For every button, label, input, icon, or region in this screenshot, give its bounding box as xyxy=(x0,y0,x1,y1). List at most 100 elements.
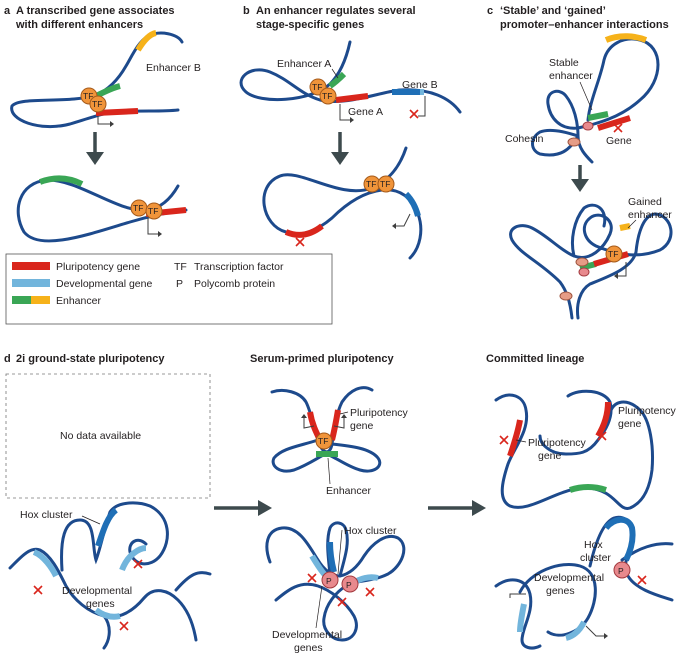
tf-glyph: TF xyxy=(380,179,390,189)
legend-tf-label: Transcription factor xyxy=(194,261,284,273)
developmental-genes-label-1: Developmental xyxy=(62,585,132,597)
polycomb-protein xyxy=(321,571,339,589)
serum-hox-cluster-label: Hox cluster xyxy=(344,525,397,537)
panel-c-gene-top xyxy=(597,115,631,131)
tf-glyph: TF xyxy=(83,91,93,101)
gene-a-segment xyxy=(335,93,369,103)
panel-d-2i-dna xyxy=(8,501,212,650)
panel-b-gene-a-bottom xyxy=(284,223,324,238)
hox-cluster-label: Hox cluster xyxy=(20,509,73,521)
transcription-arrow xyxy=(333,416,345,429)
tf-protein xyxy=(89,95,107,113)
cohesin-ring xyxy=(575,257,589,267)
tf-protein xyxy=(145,202,163,220)
stable-enhancer-label-1: Stable xyxy=(549,57,579,69)
panel-d-committed-bottom-dna xyxy=(494,515,674,650)
serum-devel-label-2: genes xyxy=(294,642,323,654)
enhancer-a-label: Enhancer A xyxy=(277,58,331,70)
polycomb-protein xyxy=(578,267,590,277)
panel-d: d 2i ground-state pluripotency Serum-pri… xyxy=(4,353,677,654)
committed-devel-segment xyxy=(565,620,587,641)
tf-glyph: TF xyxy=(92,99,102,109)
transcription-arrow xyxy=(396,213,411,227)
transcription-arrow xyxy=(418,96,426,117)
flow-arrowhead xyxy=(571,179,589,192)
committed-pluri-right-label-2: gene xyxy=(618,418,642,430)
panel-a-enhancer-green-top xyxy=(94,83,121,99)
committed-hox-label-2: cluster xyxy=(580,552,611,564)
polycomb-protein xyxy=(341,575,359,593)
panel-b-bottom-dna xyxy=(262,146,423,260)
arrowhead xyxy=(110,121,114,127)
panel-c-title-line1: ‘Stable’ and ‘gained’ xyxy=(500,5,606,17)
legend-p-abbr: P xyxy=(176,278,183,290)
no-data-label: No data available xyxy=(60,430,141,442)
cohesin-ring xyxy=(559,291,573,301)
enhancer-swatch-green xyxy=(12,296,31,304)
panel-b-title-line1: An enhancer regulates several xyxy=(256,5,416,17)
arrowhead xyxy=(350,117,354,123)
hox-cluster-segment xyxy=(95,507,118,547)
stable-enhancer-segment xyxy=(587,111,609,121)
serum-pluri-label-2: gene xyxy=(350,420,374,432)
panel-d-title-committed: Committed lineage xyxy=(486,353,584,365)
legend-enhancer: Enhancer xyxy=(56,295,101,307)
serum-hox-segment xyxy=(327,541,337,573)
legend-p-label: Polycomb protein xyxy=(194,278,275,290)
tf-protein xyxy=(315,432,333,450)
developmental-gene-segment xyxy=(119,545,147,572)
committed-pluri-left-label-1: Pluripotency xyxy=(528,437,587,449)
tf-protein xyxy=(605,245,623,263)
committed-enhancer-segment xyxy=(569,484,607,493)
cohesin-label: Cohesin xyxy=(505,133,544,145)
arrowhead xyxy=(392,223,396,229)
transcription-arrow xyxy=(147,218,158,235)
legend-developmental-gene: Developmental gene xyxy=(56,278,152,290)
panel-a-enhancer-green-bottom xyxy=(38,175,84,187)
polycomb-protein xyxy=(613,561,631,579)
tf-glyph: TF xyxy=(148,206,158,216)
panel-b-letter: b xyxy=(243,5,250,17)
panel-c-title-line2: promoter–enhancer interactions xyxy=(500,19,669,31)
panel-a-title-line2: with different enhancers xyxy=(15,19,143,31)
flow-arrowhead xyxy=(472,500,486,516)
panel-a-title-line1: A transcribed gene associates xyxy=(16,5,175,17)
developmental-swatch xyxy=(12,279,50,287)
panel-c-bottom-dna xyxy=(509,203,673,320)
arrowhead xyxy=(614,273,618,279)
committed-hox-segment xyxy=(603,516,636,562)
committed-pluri-gene-right xyxy=(595,401,611,438)
panel-b-title-line2: stage-specific genes xyxy=(256,19,364,31)
p-glyph: P xyxy=(346,580,352,590)
transcription-arrow xyxy=(303,416,315,429)
panel-b-top-dna xyxy=(239,40,462,114)
legend-tf-abbr: TF xyxy=(174,261,187,273)
panel-b-enhancer-top xyxy=(328,71,347,89)
serum-enhancer-label: Enhancer xyxy=(326,485,371,497)
panel-c: c ‘Stable’ and ‘gained’ promoter–enhance… xyxy=(487,5,673,320)
committed-hox-label-1: Hox xyxy=(584,539,603,551)
developmental-gene-segment xyxy=(32,549,59,578)
arrowhead xyxy=(341,414,347,418)
gained-enhancer-label-2: enhancer xyxy=(628,209,672,221)
panel-c-letter: c xyxy=(487,5,493,17)
gained-enhancer-segment xyxy=(619,223,631,231)
flow-arrowhead xyxy=(258,500,272,516)
transcription-arrow xyxy=(618,262,627,277)
polycomb-protein xyxy=(582,121,594,131)
enhancer-swatch-yellow xyxy=(31,296,50,304)
panel-d-title-serum: Serum-primed pluripotency xyxy=(250,353,395,365)
serum-pluri-gene-right xyxy=(329,409,341,441)
tf-protein xyxy=(377,175,395,193)
stable-enhancer-label-2: enhancer xyxy=(549,70,593,82)
panel-a-gene-top xyxy=(95,108,139,116)
tf-glyph: TF xyxy=(366,179,376,189)
committed-devel-label-2: genes xyxy=(546,585,575,597)
legend: Pluripotency gene Developmental gene Enh… xyxy=(5,253,333,325)
transcription-arrow xyxy=(339,104,350,121)
developmental-genes-label-2: genes xyxy=(86,598,115,610)
flow-arrowhead xyxy=(331,152,349,165)
serum-devel-label-1: Developmental xyxy=(272,629,342,641)
legend-box xyxy=(5,253,333,325)
